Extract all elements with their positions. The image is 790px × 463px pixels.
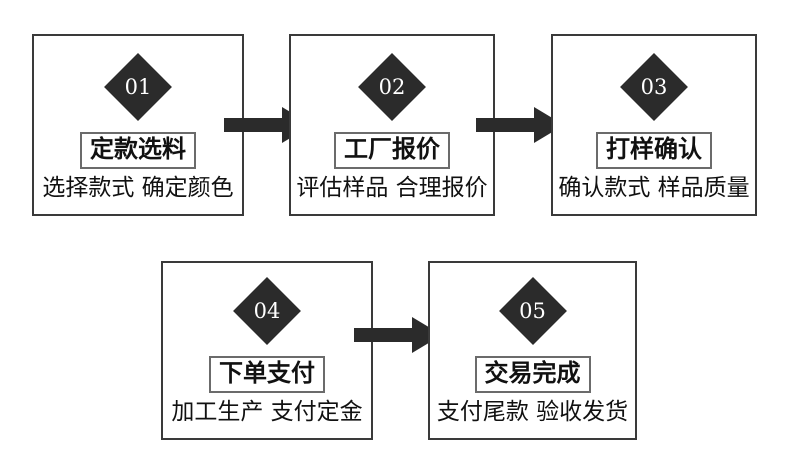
connector-arrow-02-03 <box>476 107 564 143</box>
step-badge-03: 03 <box>620 53 688 121</box>
step-badge-02: 02 <box>358 53 426 121</box>
step-subtitle: 确认款式 样品质量 <box>558 175 750 201</box>
step-number: 05 <box>519 298 546 323</box>
step-subtitle: 评估样品 合理报价 <box>296 175 488 201</box>
step-badge-05: 05 <box>498 277 567 345</box>
step-title-wrap-03: 打样确认 <box>553 132 755 169</box>
step-box-03[interactable]: 03 打样确认 确认款式 样品质量 <box>551 34 757 216</box>
step-box-02[interactable]: 02 工厂报价 评估样品 合理报价 <box>289 34 495 216</box>
step-number: 04 <box>253 298 281 323</box>
step-title-wrap-04: 下单支付 <box>163 356 371 393</box>
step-badge-04: 04 <box>233 277 301 345</box>
step-subtitle: 加工生产 支付定金 <box>171 399 363 425</box>
step-title-wrap-02: 工厂报价 <box>291 132 493 169</box>
step-box-01[interactable]: 01 定款选料 选择款式 确定颜色 <box>32 34 244 216</box>
step-number: 02 <box>378 74 406 99</box>
step-badge-01: 01 <box>104 53 172 121</box>
step-title: 下单支付 <box>209 356 325 393</box>
step-box-05[interactable]: 05 交易完成 支付尾款 验收发货 <box>428 261 637 440</box>
step-title: 工厂报价 <box>334 132 450 169</box>
step-title: 交易完成 <box>474 356 591 393</box>
step-box-04[interactable]: 04 下单支付 加工生产 支付定金 <box>161 261 373 440</box>
step-title: 打样确认 <box>596 132 712 169</box>
step-title-wrap-05: 交易完成 <box>430 356 635 393</box>
step-title: 定款选料 <box>80 132 196 169</box>
step-number: 01 <box>124 74 152 99</box>
connector-arrow-04-05 <box>354 317 442 353</box>
step-number: 03 <box>640 74 668 99</box>
step-subtitle: 选择款式 确定颜色 <box>42 175 234 201</box>
step-subtitle: 支付尾款 验收发货 <box>436 399 629 425</box>
step-title-wrap-01: 定款选料 <box>34 132 242 169</box>
